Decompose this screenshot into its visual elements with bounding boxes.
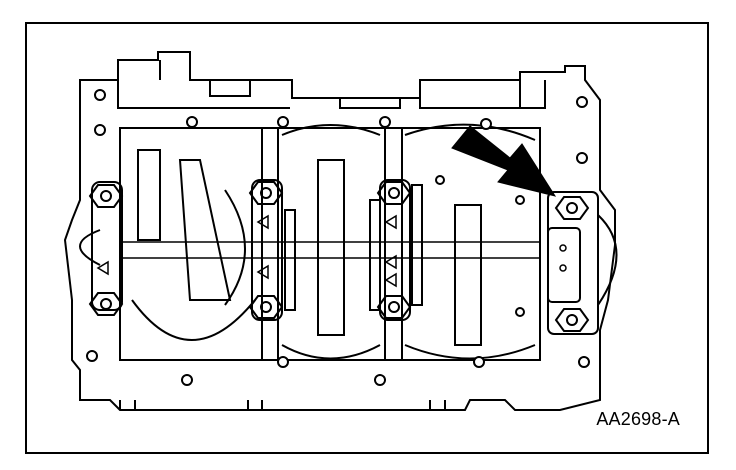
arrow-mark-icon bbox=[96, 260, 109, 276]
crank-journal-3 bbox=[454, 204, 482, 346]
bolt-hex-icon bbox=[88, 184, 124, 208]
bolt-hex-icon bbox=[376, 181, 412, 205]
cap-bolts bbox=[88, 181, 590, 332]
bottom-tabs bbox=[119, 400, 446, 410]
arrow-icon bbox=[451, 125, 557, 197]
bulkhead-1 bbox=[261, 128, 279, 360]
arrow-mark-icon bbox=[384, 214, 397, 230]
main-cap-3 bbox=[379, 179, 411, 321]
counterweight-1 bbox=[178, 159, 232, 301]
pan-rail-inner bbox=[119, 127, 541, 361]
arrow-mark-icon bbox=[256, 264, 269, 280]
crank-arc-1 bbox=[131, 299, 256, 341]
crank-web-3a bbox=[411, 184, 423, 306]
arrow-mark-icon bbox=[256, 214, 269, 230]
bolt-hex-icon bbox=[248, 295, 284, 319]
crank-web-2a bbox=[284, 209, 296, 311]
crank-shaft-line bbox=[120, 241, 540, 259]
main-cap-2 bbox=[251, 179, 283, 321]
block-outline bbox=[63, 51, 616, 411]
crank-arc-3 bbox=[404, 123, 536, 360]
crank-throw-1 bbox=[137, 149, 161, 241]
bulkhead-2 bbox=[384, 128, 403, 360]
bolt-hex-icon bbox=[376, 295, 412, 319]
rear-main-cap bbox=[547, 191, 618, 335]
crank-arc-2 bbox=[281, 124, 381, 360]
top-ledges bbox=[117, 60, 546, 109]
figure-id-label: AA2698-A bbox=[596, 409, 680, 429]
bolt-hex-icon bbox=[554, 308, 590, 332]
arrow-mark-icon bbox=[384, 254, 397, 270]
bolt-hex-icon bbox=[88, 292, 124, 316]
counterweight-2 bbox=[224, 189, 246, 306]
arrow-mark-icon bbox=[384, 272, 397, 288]
crank-web-2b bbox=[369, 199, 381, 311]
crank-snout bbox=[79, 229, 101, 266]
rail-bolt-holes bbox=[86, 89, 590, 386]
crank-journal-2 bbox=[317, 159, 345, 336]
main-cap-1 bbox=[91, 181, 123, 311]
callout-arrow bbox=[451, 125, 557, 197]
bolt-hex-icon bbox=[248, 181, 284, 205]
bolt-hex-icon bbox=[554, 196, 590, 220]
